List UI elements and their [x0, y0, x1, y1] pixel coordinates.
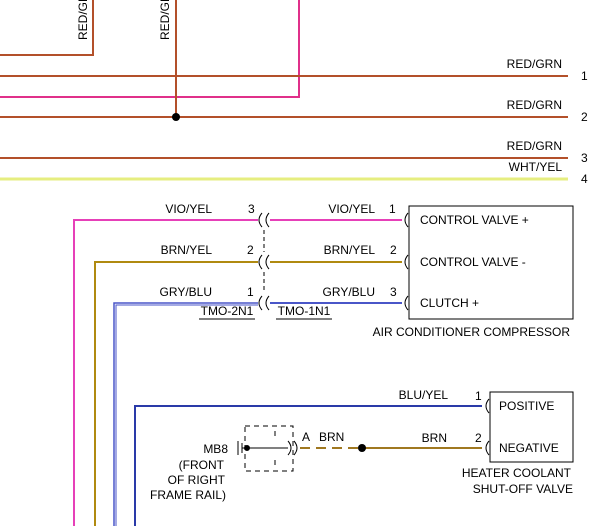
- line-4-label: WHT/YEL: [509, 160, 563, 174]
- ground-location-3: FRAME RAIL): [150, 488, 226, 502]
- wire-brn-yel-left: [94, 261, 258, 526]
- line-3-label: RED/GRN: [507, 139, 562, 153]
- compressor-title: AIR CONDITIONER COMPRESSOR: [373, 325, 571, 339]
- ground-mb8: MB8 (FRONT OF RIGHT FRAME RAIL) A BRN: [150, 425, 344, 502]
- line-1-label: RED/GRN: [507, 57, 562, 71]
- pin-2-valve: 2: [475, 431, 482, 445]
- wire-pink: [0, 0, 300, 98]
- brn-splice-dot: [358, 444, 366, 452]
- top-wire-bundle: RED/GRN RED/GRN RED/GRN RED/GRN RED/GRN …: [0, 0, 588, 186]
- right-pin-3: 3: [390, 285, 397, 299]
- ground-name: MB8: [203, 442, 228, 456]
- heater-valve-box: [489, 391, 574, 463]
- line-2-label: RED/GRN: [507, 98, 562, 112]
- inline-connector: [258, 212, 270, 311]
- wire-blu-yel: [134, 405, 482, 526]
- wire-gry-blu-left: [113, 302, 258, 526]
- valve-title-line2: SHUT-OFF VALVE: [473, 482, 573, 496]
- right-label-gry-blu: GRY/BLU: [323, 285, 375, 299]
- vertical-label-2: RED/GRN: [158, 0, 172, 40]
- ground-location-2: OF RIGHT: [168, 473, 226, 487]
- left-label-brn-yel: BRN/YEL: [161, 243, 213, 257]
- line-2-pin: 2: [581, 110, 588, 124]
- function-control-valve-plus: CONTROL VALVE +: [420, 213, 529, 227]
- function-control-valve-minus: CONTROL VALVE -: [420, 255, 526, 269]
- label-blu-yel: BLU/YEL: [399, 388, 449, 402]
- splice-dot: [172, 113, 180, 121]
- left-label-gry-blu: GRY/BLU: [160, 285, 212, 299]
- ground-pin-a: A: [302, 430, 310, 444]
- ground-symbol-icon: [237, 431, 298, 465]
- function-negative: NEGATIVE: [499, 441, 559, 455]
- ac-compressor-section: VIO/YEL 3 VIO/YEL 1 BRN/YEL 2 BRN/YEL 2 …: [73, 202, 574, 526]
- wire-gry-blu-left-2: [115, 304, 258, 526]
- pin-1-valve: 1: [475, 389, 482, 403]
- ground-wire-brn: BRN: [319, 430, 344, 444]
- right-pin-1: 1: [389, 202, 396, 216]
- line-4-pin: 4: [581, 172, 588, 186]
- left-pin-2: 2: [247, 243, 254, 257]
- left-pin-1: 1: [247, 285, 254, 299]
- function-positive: POSITIVE: [499, 399, 554, 413]
- function-clutch-plus: CLUTCH +: [420, 296, 479, 310]
- label-brn: BRN: [422, 431, 447, 445]
- line-1-pin: 1: [581, 69, 588, 83]
- heater-valve-section: BLU/YEL 1 BRN 2 POSITIVE NEGATIVE HEATER…: [134, 388, 574, 526]
- vertical-label-1: RED/GRN: [76, 0, 90, 40]
- wire-vio-yel-left: [73, 219, 258, 526]
- compressor-connector: [404, 212, 409, 311]
- compressor-box: [408, 205, 574, 320]
- line-3-pin: 3: [581, 151, 588, 165]
- right-label-vio-yel: VIO/YEL: [328, 202, 375, 216]
- left-pin-3: 3: [248, 202, 255, 216]
- valve-title-line1: HEATER COOLANT: [462, 466, 572, 480]
- connector-label-tmo-2n1: TMO-2N1: [201, 304, 254, 318]
- ground-location-1: (FRONT: [179, 458, 225, 472]
- right-label-brn-yel: BRN/YEL: [324, 243, 376, 257]
- connector-label-tmo-1n1: TMO-1N1: [278, 304, 331, 318]
- wire-red-grn-vertical-1: [0, 0, 94, 56]
- right-pin-2: 2: [390, 243, 397, 257]
- left-label-vio-yel: VIO/YEL: [165, 202, 212, 216]
- valve-connector: [485, 398, 490, 456]
